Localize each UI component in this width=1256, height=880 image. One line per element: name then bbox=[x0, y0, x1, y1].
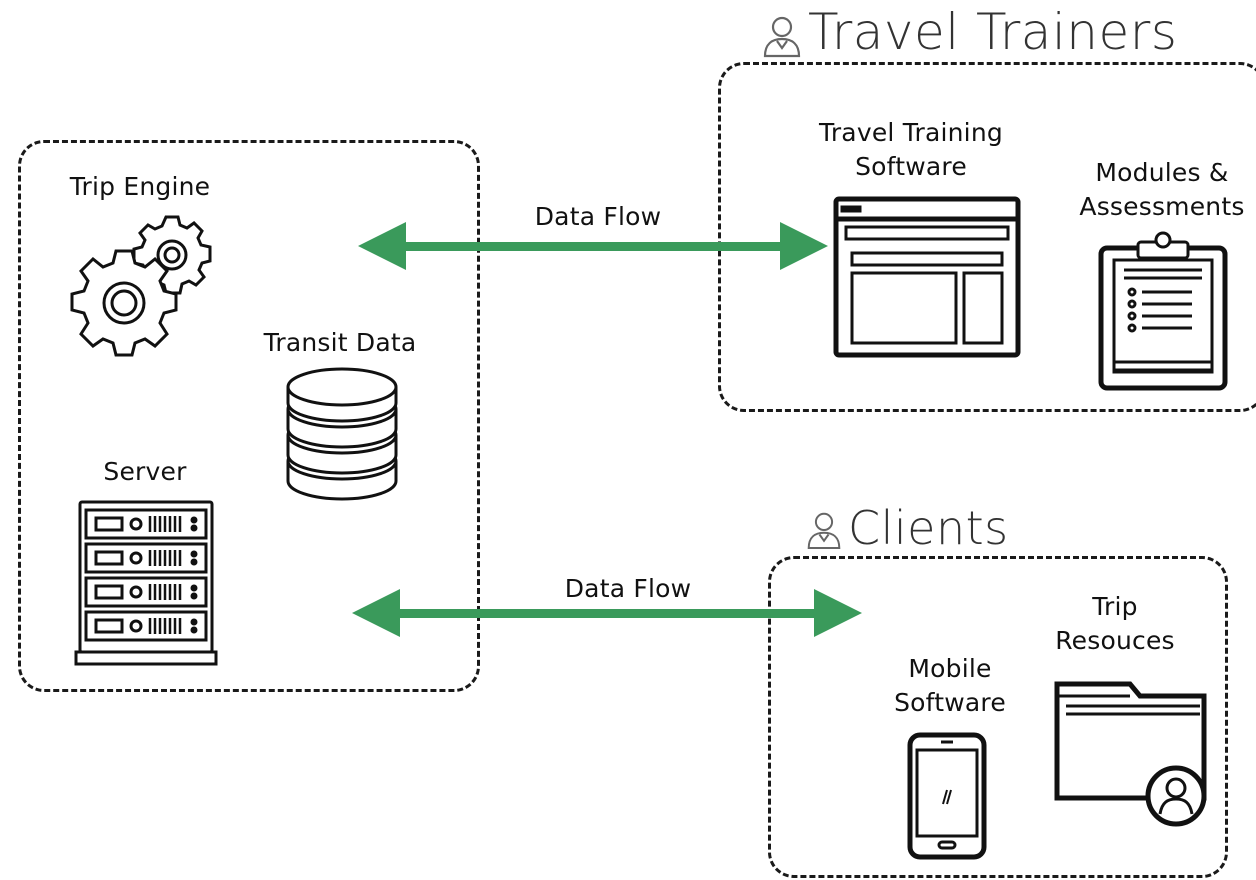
mobile-software-line1: Mobile bbox=[908, 654, 992, 683]
data-flow-arrow-bottom bbox=[352, 589, 862, 637]
travel-training-software-line2: Software bbox=[855, 152, 967, 181]
person-icon bbox=[807, 512, 841, 549]
travel-training-software-line1: Travel Training bbox=[819, 118, 1003, 147]
server-rack-icon bbox=[74, 500, 218, 666]
data-flow-bottom-label: Data Flow bbox=[564, 574, 692, 603]
clients-group bbox=[768, 556, 1228, 878]
travel-training-software-label: Travel Training Software bbox=[796, 116, 1026, 184]
browser-window-icon bbox=[833, 196, 1021, 358]
data-flow-top-label: Data Flow bbox=[534, 202, 662, 231]
travel-trainers-group bbox=[718, 62, 1256, 412]
clients-title: Clients bbox=[848, 501, 1009, 555]
trip-resources-line1: Trip bbox=[1092, 592, 1138, 621]
modules-assessments-line2: Assessments bbox=[1079, 192, 1245, 221]
database-icon bbox=[286, 367, 398, 501]
mobile-software-line2: Software bbox=[894, 688, 1006, 717]
trip-engine-label: Trip Engine bbox=[69, 172, 211, 201]
folder-user-icon bbox=[1054, 681, 1207, 827]
system-group bbox=[18, 140, 480, 692]
transit-data-label: Transit Data bbox=[263, 328, 417, 357]
data-flow-arrow-top bbox=[358, 222, 828, 270]
gears-icon bbox=[70, 215, 212, 357]
person-icon bbox=[763, 16, 801, 58]
mobile-software-label: Mobile Software bbox=[870, 652, 1030, 720]
trip-resources-label: Trip Resouces bbox=[1030, 590, 1200, 658]
modules-assessments-line1: Modules & bbox=[1095, 158, 1229, 187]
trip-resources-line2: Resouces bbox=[1055, 626, 1175, 655]
clipboard-icon bbox=[1098, 231, 1228, 391]
smartphone-icon bbox=[907, 732, 987, 860]
travel-trainers-title: Travel Trainers bbox=[808, 3, 1178, 61]
travel-trainers-heading: Travel Trainers bbox=[762, 2, 1192, 62]
modules-assessments-label: Modules & Assessments bbox=[1062, 156, 1256, 224]
clients-heading: Clients bbox=[806, 500, 1036, 556]
server-label: Server bbox=[103, 457, 187, 486]
